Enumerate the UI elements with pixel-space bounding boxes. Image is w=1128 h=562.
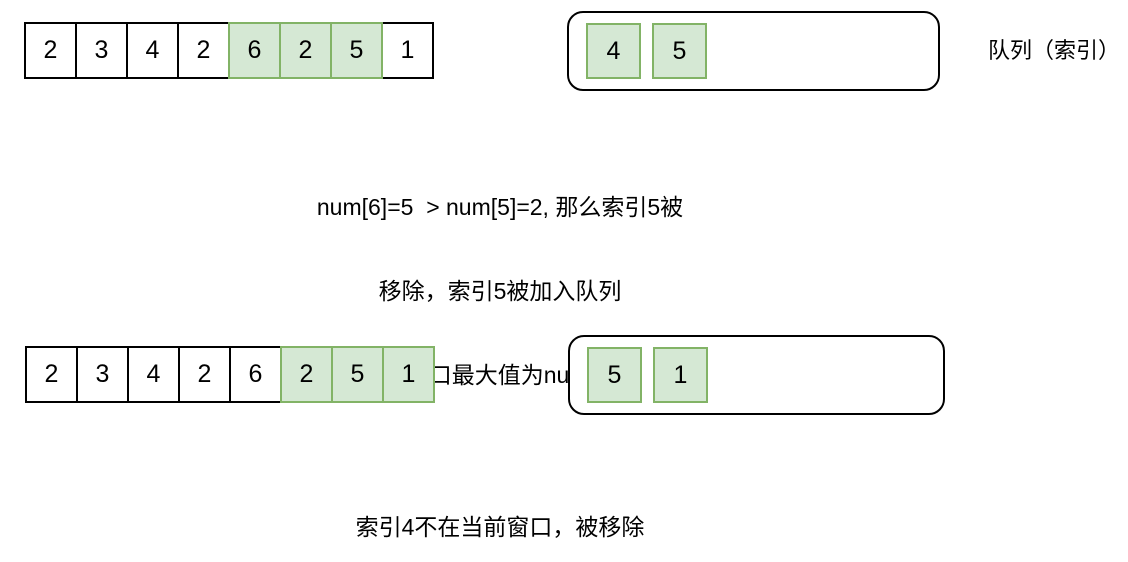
- array-cell: 4: [127, 346, 180, 403]
- step2-queue-box: 5 1: [568, 335, 945, 415]
- caption-line: 移除，索引5被加入队列: [378, 278, 622, 304]
- array-cell: 5: [331, 346, 384, 403]
- array-cell: 5: [330, 22, 383, 79]
- array-cell: 1: [381, 22, 434, 79]
- array-cell: 2: [280, 346, 333, 403]
- array-cell: 4: [126, 22, 179, 79]
- step1-queue-box: 4 5: [567, 11, 940, 91]
- array-cell: 1: [382, 346, 435, 403]
- array-cell: 2: [24, 22, 77, 79]
- step1-array: 2 3 4 2 6 2 5 1: [24, 22, 434, 79]
- array-cell: 3: [75, 22, 128, 79]
- array-cell: 3: [76, 346, 129, 403]
- queue-cell: 4: [586, 23, 641, 79]
- step2-array: 2 3 4 2 6 2 5 1: [25, 346, 435, 403]
- caption-line: 索引4不在当前窗口，被移除: [355, 514, 645, 540]
- array-cell: 6: [229, 346, 282, 403]
- array-cell: 2: [177, 22, 230, 79]
- queue-label: 队列（索引）: [988, 38, 1121, 63]
- array-cell: 2: [178, 346, 231, 403]
- array-cell: 6: [228, 22, 281, 79]
- step2-caption: 索引4不在当前窗口，被移除 1<num[5]=5,1的索引值6被加入队列 当前窗…: [319, 457, 681, 562]
- array-cell: 2: [279, 22, 332, 79]
- queue-cell: 1: [653, 347, 708, 403]
- array-cell: 2: [25, 346, 78, 403]
- queue-cell: 5: [587, 347, 642, 403]
- queue-cell: 5: [652, 23, 707, 79]
- caption-line: num[6]=5 > num[5]=2, 那么索引5被: [316, 194, 684, 220]
